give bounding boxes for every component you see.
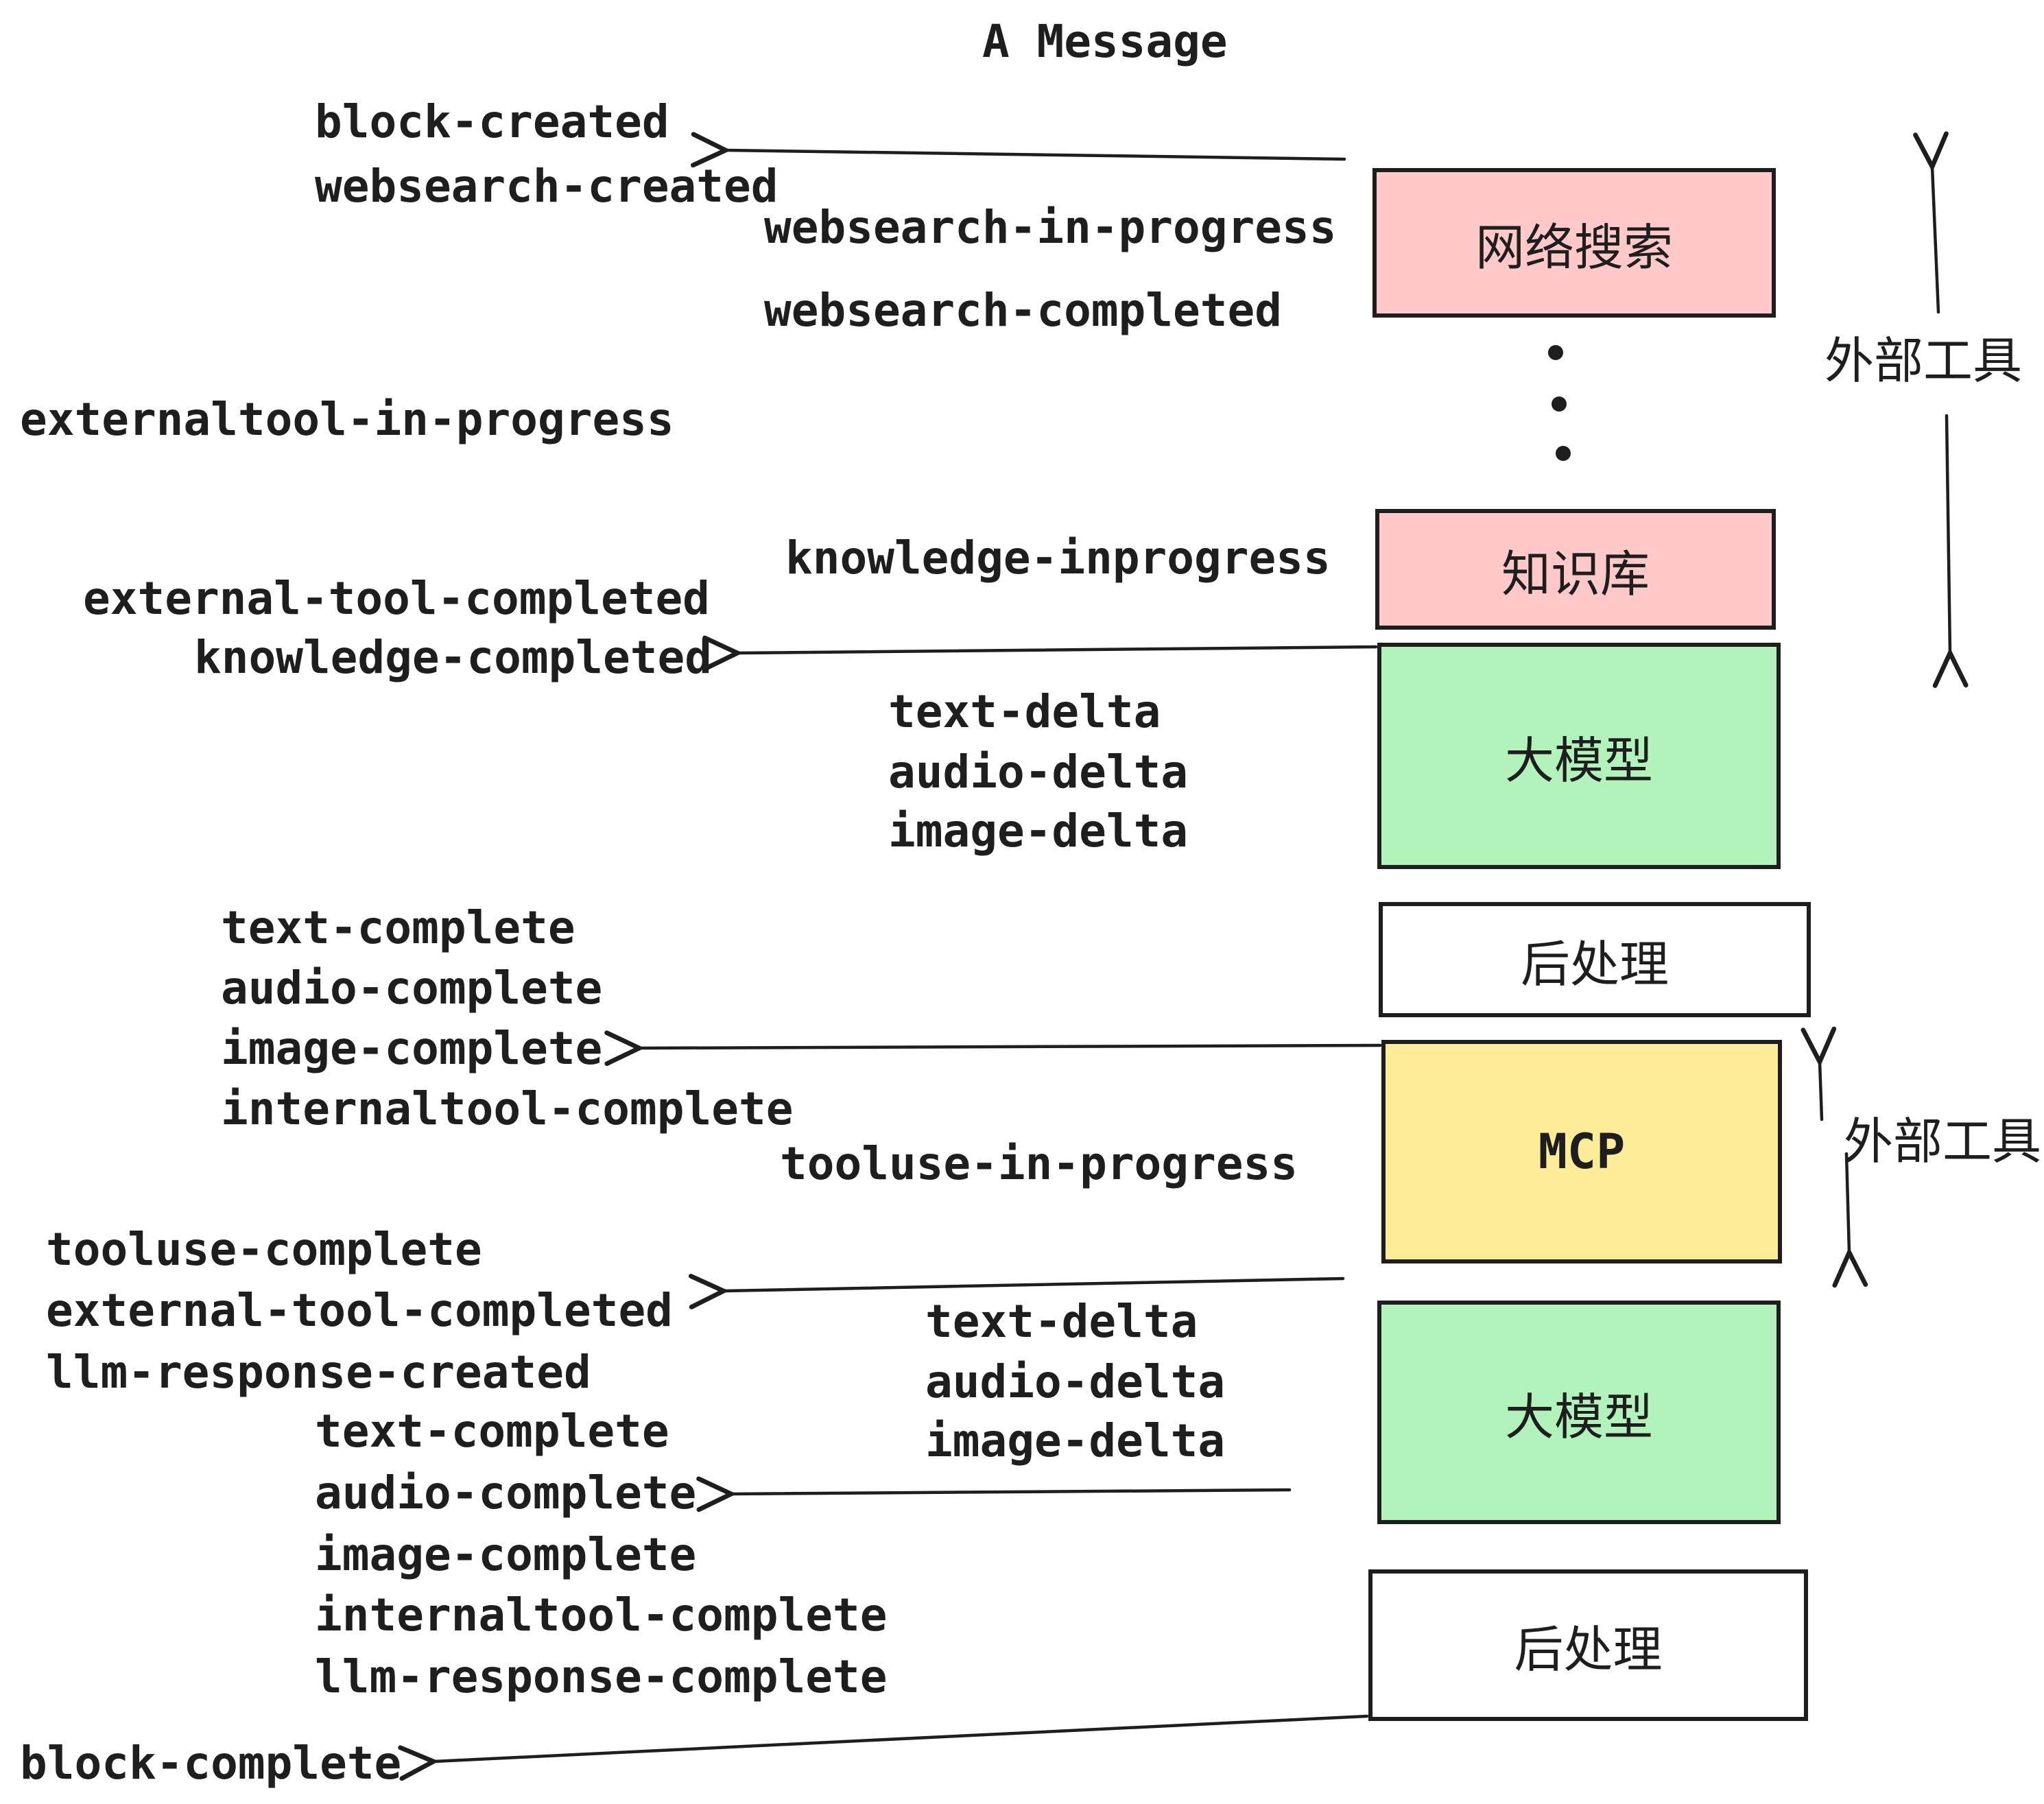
box-llm-2-label: 大模型	[1504, 1390, 1653, 1445]
event-text-delta-2: text-delta	[925, 1295, 1198, 1348]
box-llm-2: 大模型	[1377, 1301, 1781, 1524]
event-websearch-created: websearch-created	[315, 160, 779, 213]
event-audio-delta: audio-delta	[888, 746, 1189, 798]
event-websearch-completed: websearch-completed	[764, 284, 1282, 337]
event-block-complete: block-complete	[20, 1737, 402, 1790]
box-llm-1: 大模型	[1377, 643, 1781, 869]
arrow-external-tools-up-2	[1820, 1062, 1822, 1121]
ellipsis-dot	[1556, 446, 1571, 461]
event-external-tool-completed: external-tool-completed	[83, 572, 710, 625]
box-mcp: MCP	[1381, 1040, 1782, 1263]
arrow-websearch-to-block-created	[726, 150, 1346, 159]
event-text-delta: text-delta	[888, 685, 1161, 738]
event-image-complete: image-complete	[221, 1022, 603, 1075]
event-tooluse-in-progress: tooluse-in-progress	[780, 1137, 1298, 1190]
box-websearch: 网络搜索	[1372, 168, 1776, 318]
box-websearch-label: 网络搜索	[1475, 220, 1673, 276]
arrow-external-tools-down-1	[1947, 414, 1950, 653]
box-postprocess-1: 后处理	[1379, 902, 1811, 1017]
ellipsis-dot	[1548, 345, 1563, 360]
event-tooluse-complete: tooluse-complete	[46, 1223, 482, 1276]
event-external-tool-completed-2: external-tool-completed	[46, 1284, 673, 1337]
arrow-external-tools-up-1	[1932, 167, 1938, 314]
event-audio-complete: audio-complete	[221, 962, 603, 1014]
event-internaltool-complete: internaltool-complete	[221, 1082, 794, 1135]
event-websearch-in-progress: websearch-in-progress	[764, 201, 1337, 254]
event-image-complete-2: image-complete	[315, 1528, 697, 1581]
box-postprocess-2: 后处理	[1368, 1569, 1808, 1721]
box-mcp-label: MCP	[1538, 1124, 1626, 1180]
event-image-delta-2: image-delta	[925, 1414, 1226, 1467]
event-audio-complete-2: audio-complete	[315, 1467, 697, 1519]
diagram-title: A Message	[982, 15, 1228, 68]
event-llm-response-created: llm-response-created	[46, 1346, 591, 1399]
arrow-postprocess-to-block-complete	[433, 1714, 1369, 1761]
side-label-external-tools-1: 外部工具	[1825, 334, 2023, 389]
event-audio-delta-2: audio-delta	[925, 1355, 1226, 1408]
event-text-complete: text-complete	[221, 901, 575, 954]
event-llm-response-complete: llm-response-complete	[315, 1650, 888, 1703]
event-externaltool-in-progress: externaltool-in-progress	[20, 393, 674, 446]
arrow-llm2-to-tooluse-complete	[724, 1279, 1345, 1291]
side-label-external-tools-2: 外部工具	[1844, 1115, 2042, 1170]
event-block-created: block-created	[315, 95, 669, 148]
box-postprocess-1-label: 后处理	[1520, 937, 1669, 993]
box-knowledge-base-label: 知识库	[1501, 547, 1650, 602]
ellipsis-dot	[1552, 396, 1567, 412]
box-postprocess-2-label: 后处理	[1514, 1623, 1663, 1678]
event-image-delta: image-delta	[888, 805, 1189, 857]
box-knowledge-base: 知识库	[1375, 509, 1776, 630]
event-internaltool-complete-2: internaltool-complete	[315, 1589, 888, 1641]
arrow-llm2-to-audio-complete	[731, 1490, 1292, 1494]
arrow-mcp-to-image-complete	[639, 1045, 1382, 1048]
box-llm-1-label: 大模型	[1504, 733, 1653, 789]
event-text-complete-2: text-complete	[315, 1405, 669, 1458]
event-knowledge-inprogress: knowledge-inprogress	[785, 532, 1331, 584]
arrow-llm-to-knowledge-completed	[737, 647, 1378, 653]
event-knowledge-completed: knowledge-completed	[194, 631, 712, 684]
